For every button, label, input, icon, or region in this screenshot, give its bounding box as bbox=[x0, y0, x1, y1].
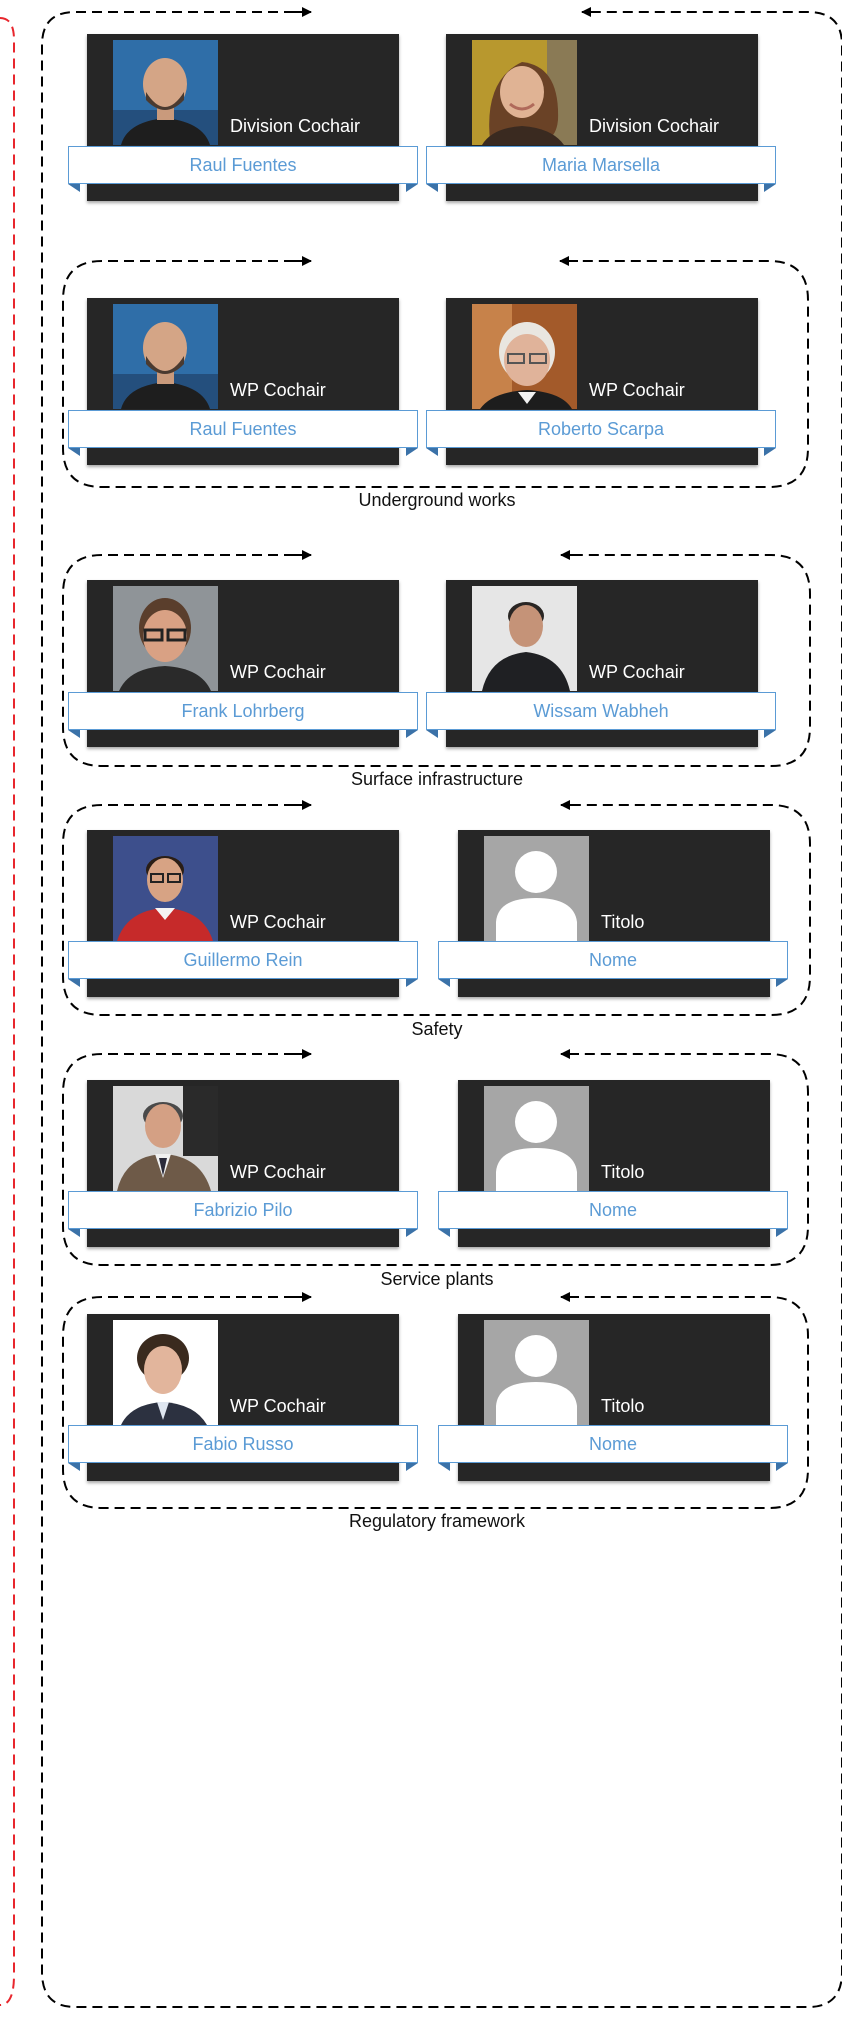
portrait-photo bbox=[472, 586, 577, 691]
name-box: Roberto Scarpa bbox=[426, 410, 776, 456]
name-box: Fabrizio Pilo bbox=[68, 1191, 418, 1237]
card-title: WP Cochair bbox=[230, 912, 326, 932]
card-title: WP Cochair bbox=[230, 380, 326, 400]
portrait-photo bbox=[113, 586, 218, 691]
portrait-photo bbox=[113, 40, 218, 145]
card-title: WP Cochair bbox=[230, 662, 326, 682]
card-title: Division Cochair bbox=[230, 116, 361, 136]
card-title: Titolo bbox=[601, 912, 645, 932]
group-label: Service plants bbox=[380, 1269, 494, 1289]
name-box: Nome bbox=[438, 1191, 788, 1237]
card-title: Titolo bbox=[601, 1396, 645, 1416]
name-box: Nome bbox=[438, 941, 788, 987]
group-label: Surface infrastructure bbox=[350, 769, 524, 789]
group-frame-surface-infrastructure bbox=[62, 550, 811, 767]
placeholder-person-icon bbox=[484, 1320, 589, 1425]
group-label: Underground works bbox=[358, 490, 516, 510]
card-title: WP Cochair bbox=[589, 380, 685, 400]
card-title: WP Cochair bbox=[230, 1162, 326, 1182]
name-box: Fabio Russo bbox=[68, 1425, 418, 1471]
portrait-photo bbox=[113, 1086, 218, 1191]
red-dashed-frame bbox=[0, 17, 15, 2006]
name-box: Maria Marsella bbox=[426, 146, 776, 192]
group-frame-safety bbox=[62, 800, 811, 1016]
card-title: Division Cochair bbox=[589, 116, 720, 136]
placeholder-person-icon bbox=[484, 1086, 589, 1191]
name-box: Raul Fuentes bbox=[68, 410, 418, 456]
group-frame-service-plants bbox=[62, 1049, 809, 1266]
name-box: Wissam Wabheh bbox=[426, 692, 776, 738]
placeholder-person-icon bbox=[484, 836, 589, 941]
name-box: Frank Lohrberg bbox=[68, 692, 418, 738]
group-frame-underground-works bbox=[62, 256, 809, 488]
portrait-photo bbox=[472, 40, 577, 145]
card-title: Titolo bbox=[601, 1162, 645, 1182]
portrait-photo bbox=[472, 304, 577, 409]
name-box: Nome bbox=[438, 1425, 788, 1471]
card-title: WP Cochair bbox=[230, 1396, 326, 1416]
portrait-photo bbox=[113, 836, 218, 941]
portrait-photo bbox=[113, 1320, 218, 1425]
group-label: Safety bbox=[411, 1019, 463, 1039]
group-frame-regulatory-framework bbox=[62, 1292, 809, 1509]
group-label: Regulatory framework bbox=[348, 1511, 526, 1531]
name-box: Guillermo Rein bbox=[68, 941, 418, 987]
portrait-photo bbox=[113, 304, 218, 409]
card-title: WP Cochair bbox=[589, 662, 685, 682]
name-box: Raul Fuentes bbox=[68, 146, 418, 192]
